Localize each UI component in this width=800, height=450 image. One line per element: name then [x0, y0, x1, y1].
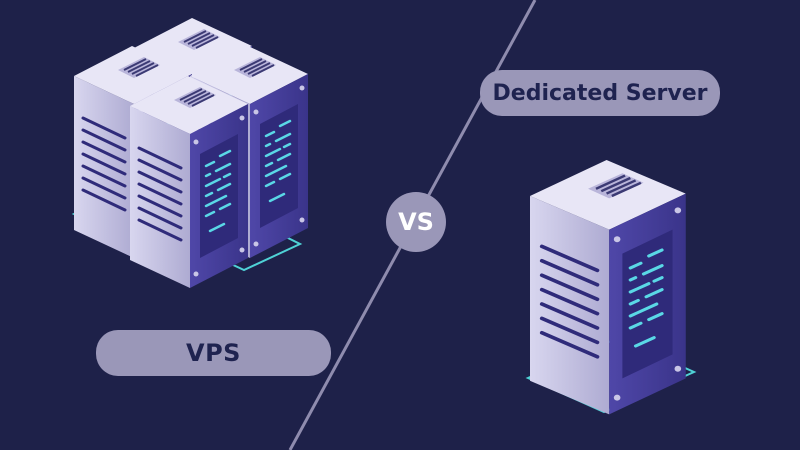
versus-text: VS — [398, 208, 434, 236]
dedicated-server-label: Dedicated Server — [480, 70, 720, 116]
vps-label: VPS — [96, 330, 331, 376]
single-server-icon — [528, 158, 688, 417]
server-cluster-icon — [72, 16, 310, 290]
dedicated-server-label-text: Dedicated Server — [492, 80, 708, 106]
versus-badge: VS — [386, 192, 446, 252]
vps-label-text: VPS — [186, 339, 241, 367]
